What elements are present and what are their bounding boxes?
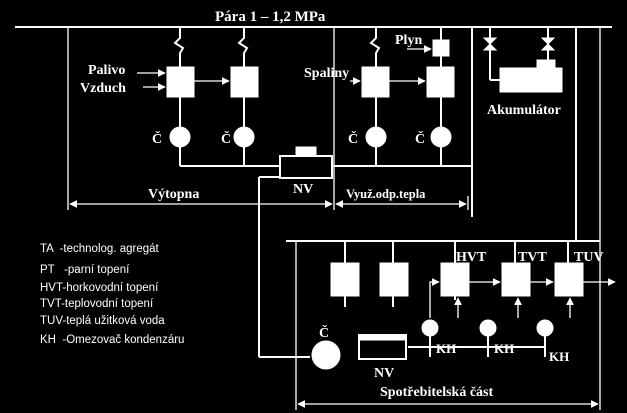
consumer-section-label: Spotřebitelská část [380,385,494,400]
consumer-ta [330,262,360,297]
boiler-to-pump-pipes [179,97,442,127]
kh-label-3: KH [549,349,569,364]
heat-exchanger-tvt [501,262,531,297]
pump-2-label: Č [221,130,231,147]
condensate-limiter-2 [479,319,497,337]
boiler-room-label: Výtopna [148,187,199,202]
kh-label-1: KH [436,341,456,356]
pump-4 [430,126,452,148]
return-tank-top [358,334,407,341]
tvt-label: TVT [518,250,547,265]
legend-item: TVT-teplovodní topení [40,298,154,310]
legend-item: KH -Omezovač kondenzáru [40,334,184,346]
pump-1 [169,126,191,148]
pump-3-label: Č [348,130,358,147]
boiler-4 [426,66,455,98]
gas-label: Plyn [395,33,422,48]
feedwater-tank-dome [295,146,317,157]
legend-item: PT -parní topení [40,264,130,276]
boiler-3 [361,66,390,98]
accumulator-dome [536,59,556,70]
heat-exchanger-hvt [440,262,470,297]
pump-2 [233,126,255,148]
accumulator-label: Akumulátor [487,103,561,118]
return-pump-label: Č [319,324,329,341]
boiler-1 [166,66,195,98]
fuel-label: Palivo [88,63,125,78]
return-pump [311,340,341,370]
legend-item: TA -technolog. agregát [40,243,159,255]
steam-header-label: Pára 1 – 1,2 MPa [215,9,326,25]
condensate-limiter-3 [536,319,554,337]
condensate-limiter-1 [421,319,439,337]
condensate-return-line [258,176,545,358]
pump-1-label: Č [152,130,162,147]
pump-3 [365,126,387,148]
legend-item: TUV-teplá užitková voda [40,315,165,327]
heat-exchanger-tuv [554,262,584,297]
waste-heat-label: Využ.odp.tepla [346,187,426,201]
legend: TA -technolog. agregát PT -parní topení … [40,243,184,346]
legend-item: HVT-horkovodní topení [40,282,159,294]
boiler-branch-pipes [173,27,442,67]
accumulator-valves [482,27,556,81]
air-label: Vzduch [80,81,126,96]
boiler-2 [230,66,259,98]
kh-label-2: KH [494,341,514,356]
consumer-pt [379,262,409,297]
return-collector [179,147,442,167]
gas-unit [432,39,450,57]
accumulator [499,67,563,93]
consumer-branch-pipes [344,241,569,263]
feedwater-tank [279,155,333,179]
tuv-label: TUV [574,250,604,265]
return-tank-label: NV [374,366,394,381]
hvt-inflow-arrow [429,278,440,318]
flue-gas-label: Spaliny [304,66,349,81]
hvt-label: HVT [456,250,487,265]
pump-4-label: Č [415,130,425,147]
feedwater-tank-label: NV [293,182,313,197]
